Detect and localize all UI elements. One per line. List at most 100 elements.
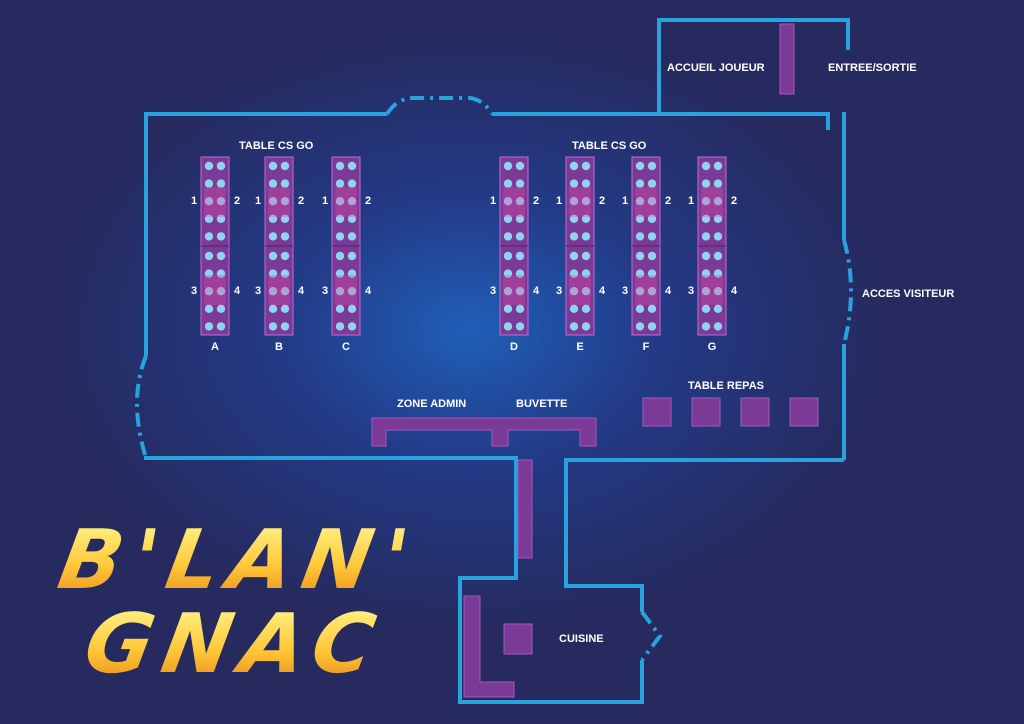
seat xyxy=(216,269,226,278)
seat-number: 4 xyxy=(665,285,672,297)
seat-number: 1 xyxy=(556,195,562,207)
seat xyxy=(335,287,345,296)
seat-highlight xyxy=(635,187,657,217)
seat xyxy=(347,232,357,241)
seat xyxy=(335,269,345,278)
accueil-desk xyxy=(779,23,795,95)
seat xyxy=(569,251,579,261)
seat xyxy=(280,179,290,188)
seat xyxy=(713,232,723,241)
seat xyxy=(581,251,591,261)
seat xyxy=(347,197,357,206)
label-table-repas: TABLE REPAS xyxy=(688,380,764,392)
logo-line-1: B'LAN' xyxy=(51,513,426,608)
seat xyxy=(713,269,723,278)
seat xyxy=(216,304,226,313)
seat xyxy=(701,287,711,296)
seat xyxy=(701,269,711,278)
seat xyxy=(503,232,513,241)
logo-line-2: GNAC xyxy=(77,597,392,692)
seat xyxy=(647,251,657,261)
seat xyxy=(713,214,723,223)
seat-highlight xyxy=(569,275,591,305)
seat xyxy=(581,197,591,206)
seat xyxy=(280,197,290,206)
seat xyxy=(347,269,357,278)
seat xyxy=(515,197,525,206)
label-acces-visiteur: ACCES VISITEUR xyxy=(862,288,954,300)
seat xyxy=(647,232,657,241)
seat xyxy=(701,251,711,261)
seat xyxy=(713,197,723,206)
seat xyxy=(635,287,645,296)
seat xyxy=(204,269,214,278)
seat xyxy=(569,269,579,278)
walls xyxy=(135,18,853,704)
seat xyxy=(635,232,645,241)
seat xyxy=(569,161,579,171)
seat xyxy=(701,214,711,223)
seat-highlight xyxy=(503,187,525,217)
seat xyxy=(503,304,513,313)
seat xyxy=(515,269,525,278)
seat xyxy=(569,197,579,206)
seat xyxy=(335,304,345,313)
seat xyxy=(647,197,657,206)
seat-number: 2 xyxy=(731,195,737,207)
seat xyxy=(581,269,591,278)
wall-bottom-right xyxy=(564,458,844,612)
kitchen-table xyxy=(503,623,533,655)
meal-table xyxy=(740,397,770,427)
table-letter: A xyxy=(211,341,219,353)
seat xyxy=(503,251,513,261)
seat xyxy=(581,214,591,223)
seat xyxy=(335,161,345,171)
seat xyxy=(647,322,657,331)
seat-number: 1 xyxy=(191,195,197,207)
seat xyxy=(204,287,214,296)
seat xyxy=(268,232,278,241)
seat-number: 1 xyxy=(490,195,496,207)
seat xyxy=(216,197,226,206)
seat xyxy=(635,197,645,206)
seat-number: 4 xyxy=(599,285,606,297)
meal-table xyxy=(642,397,672,427)
seat xyxy=(503,214,513,223)
seat-number: 1 xyxy=(688,195,694,207)
seat xyxy=(569,232,579,241)
wall-top-left xyxy=(144,112,387,356)
wall-accueil-inner xyxy=(659,112,830,130)
corridor-counter xyxy=(517,459,533,559)
seat-number: 2 xyxy=(665,195,671,207)
seat xyxy=(713,322,723,331)
seat xyxy=(335,214,345,223)
label-zone-admin: ZONE ADMIN xyxy=(397,398,466,410)
seat xyxy=(569,214,579,223)
seat xyxy=(569,304,579,313)
seat xyxy=(515,304,525,313)
seat xyxy=(581,304,591,313)
seat-number: 3 xyxy=(556,285,562,297)
seat-highlight xyxy=(268,187,290,217)
seat xyxy=(204,214,214,223)
seat xyxy=(204,251,214,261)
seat xyxy=(503,287,513,296)
seat xyxy=(503,269,513,278)
seat xyxy=(335,251,345,261)
seat xyxy=(569,287,579,296)
label-cuisine: CUISINE xyxy=(559,633,604,645)
table-letter: D xyxy=(510,341,518,353)
seat xyxy=(647,161,657,171)
seat-number: 4 xyxy=(533,285,540,297)
seat xyxy=(635,251,645,261)
seat xyxy=(280,269,290,278)
seat-number: 2 xyxy=(365,195,371,207)
door-visitor xyxy=(842,239,853,345)
seat xyxy=(347,322,357,331)
seat xyxy=(335,322,345,331)
label-table-csgo-left: TABLE CS GO xyxy=(239,140,314,152)
door-kitchen xyxy=(640,610,663,662)
